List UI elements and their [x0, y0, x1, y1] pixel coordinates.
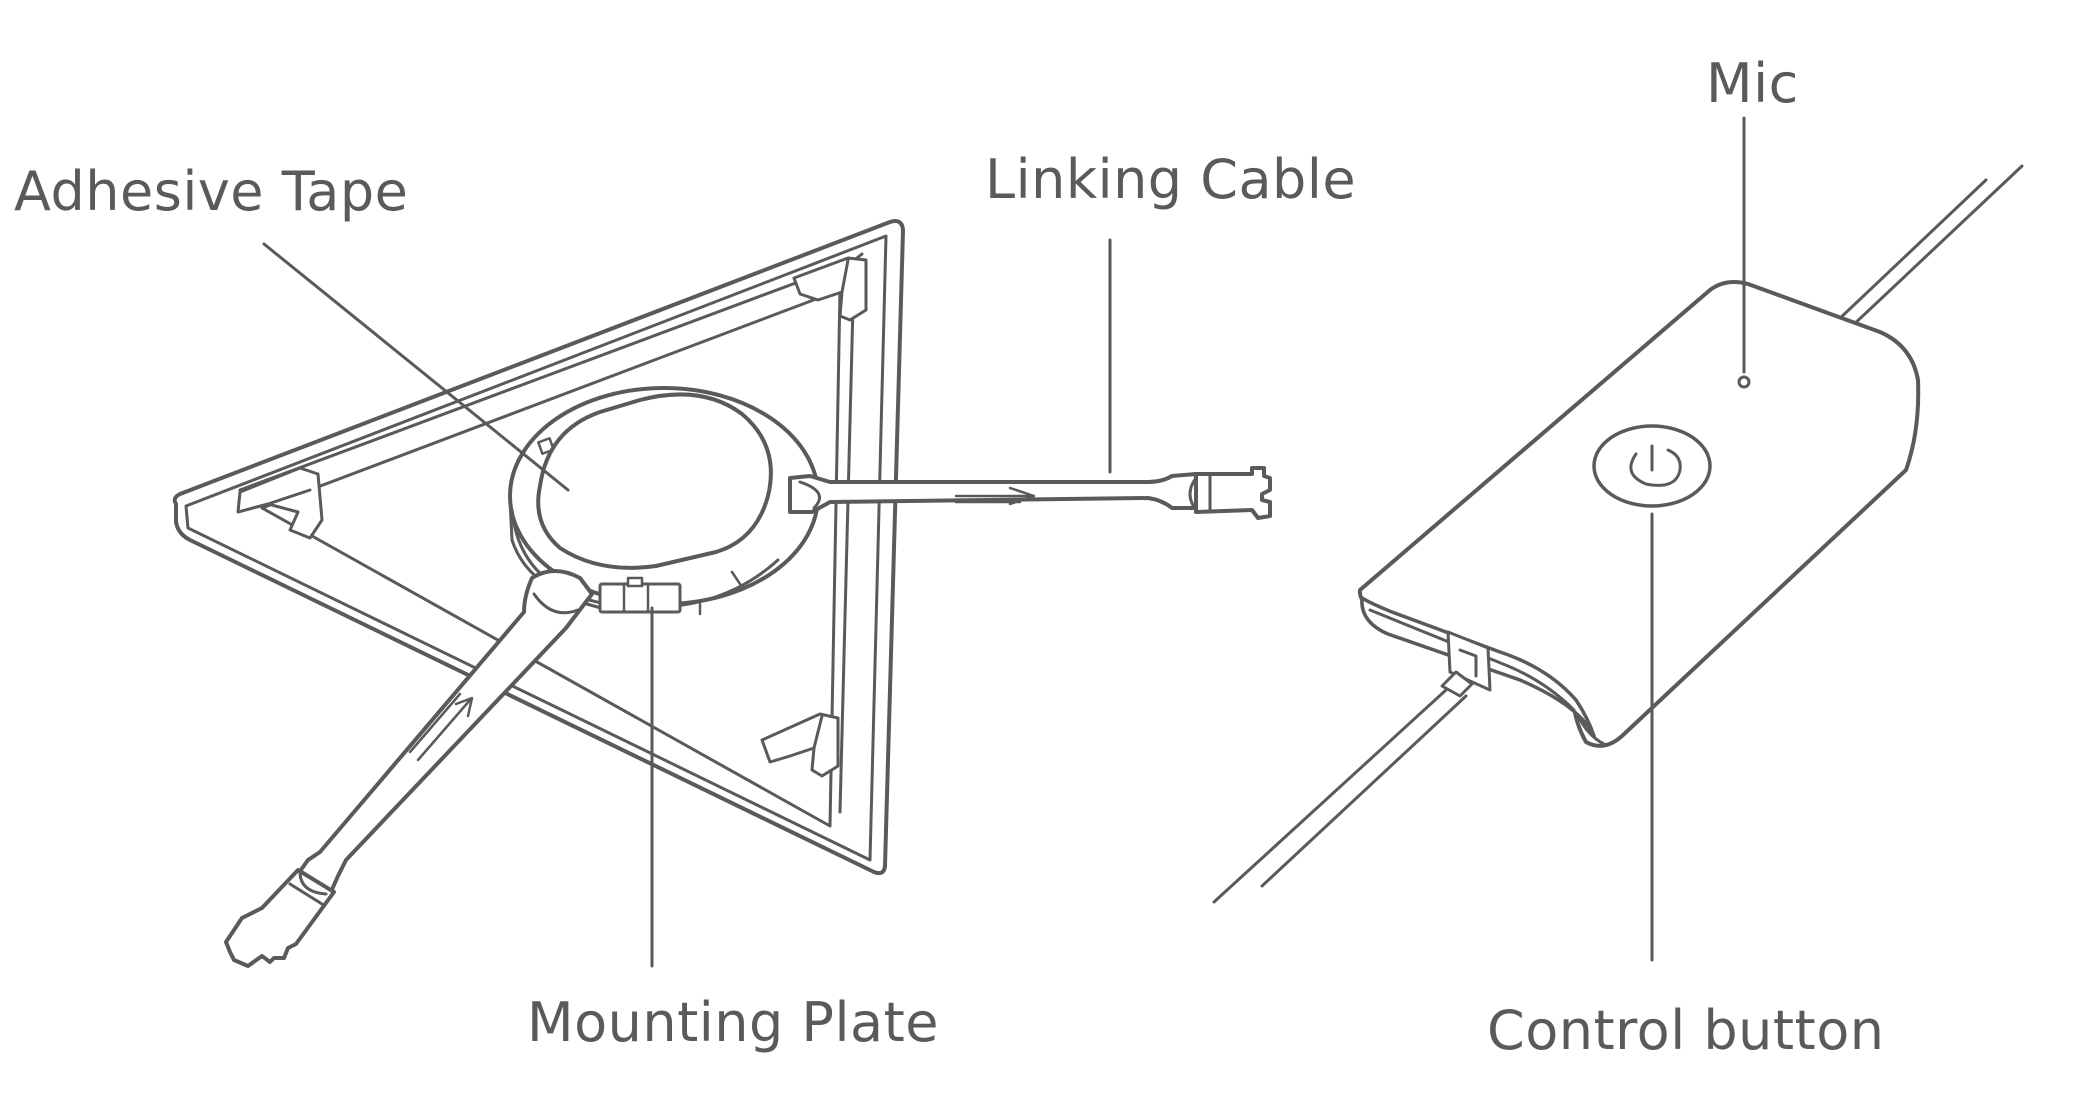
mic-hole — [1737, 375, 1751, 389]
mounting-plate-label: Mounting Plate — [527, 991, 939, 1054]
control-button-label: Control button — [1487, 999, 1885, 1062]
adhesive-tape — [536, 392, 773, 570]
mic-label: Mic — [1706, 52, 1799, 115]
controller-box — [1212, 164, 2024, 904]
linking-cable-label: Linking Cable — [985, 148, 1357, 211]
adhesive-tape-leader — [262, 242, 570, 492]
leader-lines-right — [1650, 116, 1746, 962]
leader-lines-left — [262, 238, 1112, 968]
linking-cable-right — [788, 466, 1272, 520]
power-icon — [1629, 444, 1682, 487]
adhesive-tape-label: Adhesive Tape — [14, 160, 409, 223]
linking-cable-left — [224, 569, 594, 968]
